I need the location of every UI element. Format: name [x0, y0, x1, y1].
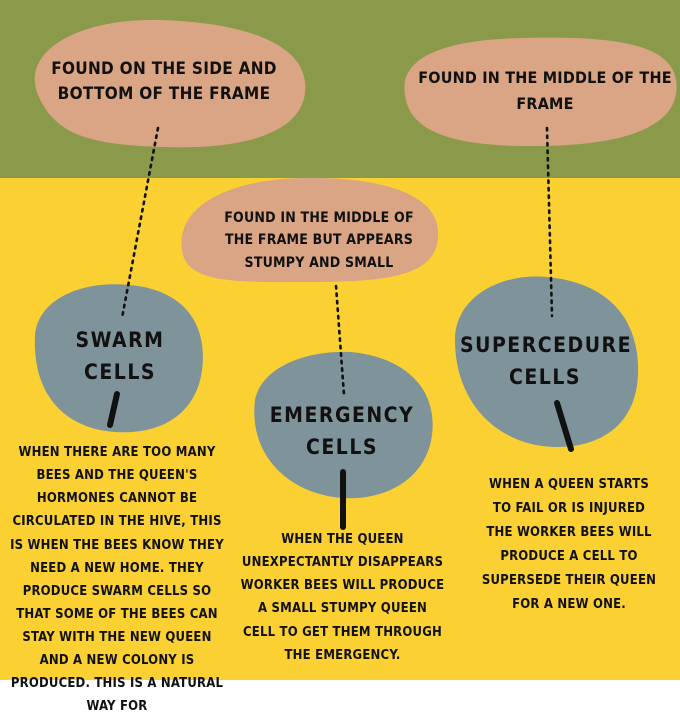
emergency-location-text: FOUND IN THE MIDDLE OF THE FRAME BUT APP…	[224, 210, 414, 271]
swarm-description: WHEN THERE ARE TOO MANY BEES AND THE QUE…	[10, 445, 224, 715]
emergency-connector	[334, 284, 346, 397]
supercedure-cell-circle	[455, 276, 639, 448]
emergency-description: WHEN THE QUEEN UNEXPECTANTLY DISAPPEARS …	[240, 532, 445, 663]
supercedure-connector	[545, 126, 554, 318]
supercedure-cell-line2: CELLS	[509, 364, 581, 389]
emergency-cell-label: EMERGENCY CELLS	[262, 400, 422, 463]
supercedure-cell-label: SUPERCEDURE CELLS	[460, 330, 633, 393]
emergency-location-bubble	[181, 177, 439, 283]
swarm-cell-line2: CELLS	[84, 359, 156, 384]
supercedure-stem	[554, 400, 574, 452]
emergency-cell-line2: CELLS	[306, 434, 378, 459]
supercedure-description: WHEN A QUEEN STARTS TO FAIL OR IS INJURE…	[481, 477, 657, 612]
supercedure-cell-line1: SUPERCEDURE	[460, 333, 633, 357]
swarm-cell-line1: SWARM	[75, 328, 165, 352]
emergency-cell-line1: EMERGENCY	[269, 403, 415, 427]
swarm-location-bubble	[34, 19, 306, 148]
emergency-cell-circle	[254, 351, 433, 499]
diagram-shapes	[34, 19, 677, 530]
supercedure-location-bubble	[404, 37, 677, 147]
swarm-location-text: FOUND ON THE SIDE AND BOTTOM OF THE FRAM…	[51, 59, 277, 104]
swarm-cell-circle	[34, 284, 203, 433]
swarm-stem	[107, 391, 120, 428]
swarm-connector	[120, 126, 160, 320]
supercedure-location-text: FOUND IN THE MIDDLE OF THE FRAME	[418, 68, 672, 114]
swarm-cell-label: SWARM CELLS	[45, 325, 195, 388]
